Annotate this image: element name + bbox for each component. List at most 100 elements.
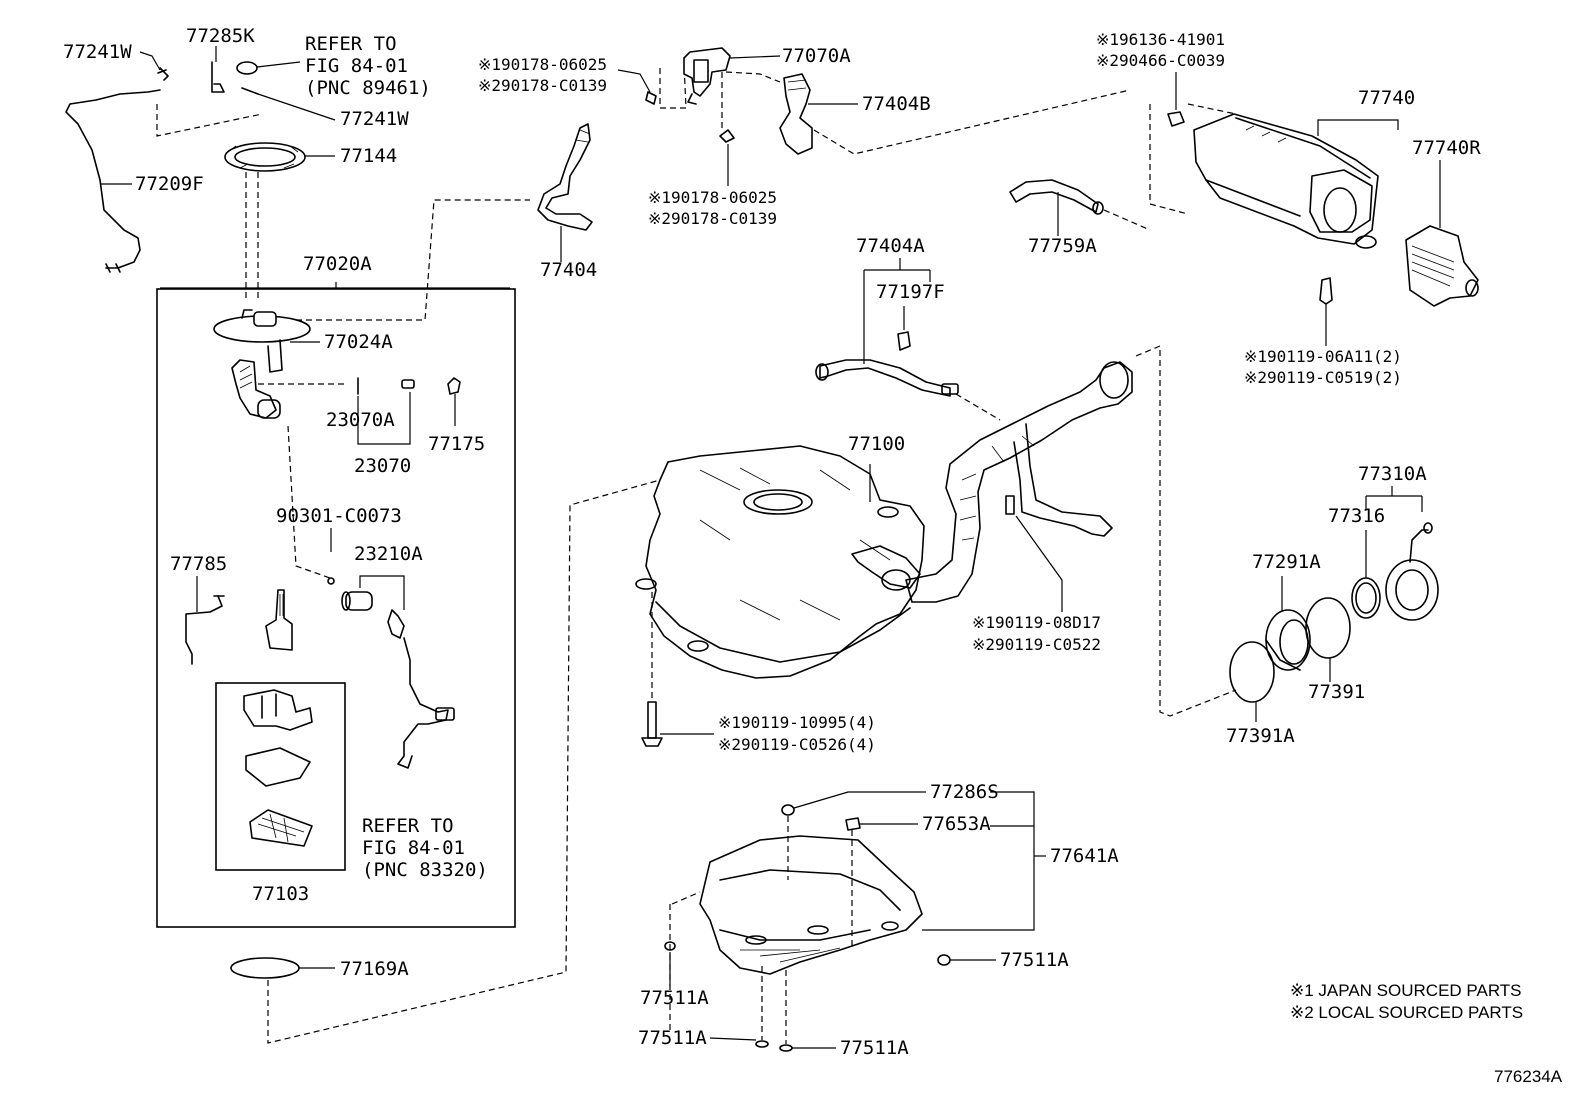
label-77740R[interactable]: 77740R (1412, 137, 1481, 159)
label-77316[interactable]: 77316 (1328, 505, 1385, 527)
sender-wire-part[interactable] (185, 595, 225, 665)
callout-filler-1[interactable]: ※190119-08D17 (972, 613, 1101, 632)
label-77404A[interactable]: 77404A (856, 235, 925, 257)
pump-gasket-part[interactable] (230, 957, 300, 979)
label-77740[interactable]: 77740 (1358, 87, 1415, 109)
label-77024A[interactable]: 77024A (324, 331, 393, 353)
wire-clip-part[interactable] (139, 51, 169, 81)
cap-gasket-part[interactable] (1351, 577, 1381, 619)
label-77391[interactable]: 77391 (1308, 681, 1365, 703)
label-77020A[interactable]: 77020A (303, 253, 372, 275)
label-77144[interactable]: 77144 (340, 145, 397, 167)
cutoff-valve-bolt-part[interactable] (719, 129, 735, 143)
refer-fig-line-1[interactable]: REFER TO (305, 33, 397, 55)
label-23210A[interactable]: 23210A (354, 543, 423, 565)
label-77169A[interactable]: 77169A (340, 958, 409, 980)
protector-clip-bl-part[interactable] (755, 1040, 769, 1048)
fuel-cap-part[interactable] (1385, 522, 1439, 621)
protector-clip-r-part[interactable] (937, 954, 951, 966)
pump-filter-bracket-part[interactable] (243, 689, 313, 731)
hose-clamp-part[interactable] (897, 331, 911, 351)
filler-gasket-small-part[interactable] (1229, 641, 1275, 703)
label-90301-C0073[interactable]: 90301-C0073 (276, 505, 402, 527)
protector-clip-part[interactable] (781, 804, 795, 816)
label-77511A-right[interactable]: 77511A (1000, 949, 1069, 971)
callout-filler-2[interactable]: ※290119-C0522 (972, 635, 1101, 654)
label-77100[interactable]: 77100 (848, 433, 905, 455)
label-23070A[interactable]: 23070A (326, 409, 395, 431)
pump-bracket-part[interactable] (265, 589, 293, 651)
filler-pipe-bolt-part[interactable] (1005, 495, 1015, 515)
connector-cap-part[interactable] (236, 61, 301, 75)
label-77511A-bottom-left[interactable]: 77511A (638, 1027, 707, 1049)
vent-hose-b-part[interactable] (779, 73, 813, 155)
callout-top-left-1[interactable]: ※190178-06025 (478, 55, 607, 74)
label-77641A[interactable]: 77641A (1050, 845, 1119, 867)
callout-tank-2[interactable]: ※290119-C0526(4) (718, 735, 876, 754)
label-77310A[interactable]: 77310A (1358, 463, 1427, 485)
label-77404[interactable]: 77404 (540, 259, 597, 281)
callout-top-left-2[interactable]: ※290178-C0139 (478, 76, 607, 95)
protector-pad-part[interactable] (845, 817, 861, 831)
protector-clip-br-part[interactable] (779, 1044, 793, 1052)
fuel-filler-pipe[interactable] (905, 361, 1133, 603)
label-77103[interactable]: 77103 (252, 883, 309, 905)
filler-neck-seal-part[interactable] (1265, 609, 1311, 671)
label-77209F[interactable]: 77209F (135, 173, 204, 195)
label-77291A[interactable]: 77291A (1252, 551, 1321, 573)
callout-canister-2[interactable]: ※290119-C0519(2) (1244, 368, 1402, 387)
label-77175[interactable]: 77175 (428, 433, 485, 455)
fuel-gauge-clip-part[interactable] (447, 377, 461, 426)
pressure-regulator-part[interactable] (401, 379, 415, 389)
label-77391A[interactable]: 77391A (1226, 725, 1295, 747)
label-77785[interactable]: 77785 (170, 553, 227, 575)
label-77241W-top[interactable]: 77241W (63, 41, 132, 63)
label-77241W-lower[interactable]: 77241W (340, 108, 409, 130)
fuel-pump-wire-harness[interactable] (65, 89, 161, 269)
fuel-sender-gauge-part[interactable] (387, 609, 455, 769)
refer-fig-b-line-3[interactable]: (PNC 83320) (362, 859, 488, 881)
label-77404B[interactable]: 77404B (862, 93, 931, 115)
label-77511A-bottom-right[interactable]: 77511A (840, 1037, 909, 1059)
label-77285K[interactable]: 77285K (186, 25, 255, 47)
refer-fig-b-line-2[interactable]: FIG 84-01 (362, 837, 465, 859)
canister-hose-part[interactable] (1009, 179, 1104, 215)
callout-mid-2[interactable]: ※290178-C0139 (648, 209, 777, 228)
callout-canister-1[interactable]: ※190119-06A11(2) (1244, 347, 1402, 366)
wire-clip-part-lower[interactable] (241, 87, 259, 95)
fuel-tank[interactable] (635, 445, 925, 679)
bracket-clip-part[interactable] (211, 46, 225, 93)
fuel-filter-element-part[interactable] (245, 747, 311, 787)
refer-fig-line-2[interactable]: FIG 84-01 (305, 55, 408, 77)
refer-fig-line-3[interactable]: (PNC 89461) (305, 77, 431, 99)
vent-valve-bolt-part[interactable] (645, 91, 657, 105)
fuel-cutoff-valve-part[interactable] (683, 47, 731, 105)
callout-mid-1[interactable]: ※190178-06025 (648, 188, 777, 207)
callout-tank-1[interactable]: ※190119-10995(4) (718, 713, 876, 732)
retainer-ring-part[interactable] (224, 142, 306, 172)
fuel-filter-part[interactable] (341, 591, 373, 611)
label-77070A[interactable]: 77070A (782, 45, 851, 67)
tank-mount-bolt-part[interactable] (641, 701, 663, 747)
callout-top-right-2[interactable]: ※290466-C0039 (1096, 51, 1225, 70)
fuel-tank-protector[interactable] (699, 835, 923, 975)
label-77286S[interactable]: 77286S (930, 781, 999, 803)
fuel-return-hose-part[interactable] (815, 359, 959, 397)
refer-fig-b-line-1[interactable]: REFER TO (362, 815, 454, 837)
protector-clip-l-part[interactable] (664, 941, 676, 951)
charcoal-canister[interactable] (1193, 113, 1379, 249)
o-ring-small-part[interactable] (327, 577, 335, 585)
callout-top-right-1[interactable]: ※196136-41901 (1096, 30, 1225, 49)
label-77759A[interactable]: 77759A (1028, 235, 1097, 257)
canister-mount-bolt-part[interactable] (1319, 277, 1333, 305)
vent-hose-part[interactable] (537, 123, 593, 231)
label-77511A-left[interactable]: 77511A (640, 987, 709, 1009)
label-77653A[interactable]: 77653A (922, 813, 991, 835)
fuel-suction-filter-part[interactable] (249, 809, 313, 847)
canister-filter-part[interactable] (1405, 225, 1479, 307)
fuel-pump-module[interactable] (213, 309, 311, 419)
filler-gasket-large-part[interactable] (1305, 597, 1351, 659)
label-23070[interactable]: 23070 (354, 455, 411, 477)
label-77197F[interactable]: 77197F (876, 281, 945, 303)
canister-bolt-part[interactable] (1167, 111, 1185, 127)
